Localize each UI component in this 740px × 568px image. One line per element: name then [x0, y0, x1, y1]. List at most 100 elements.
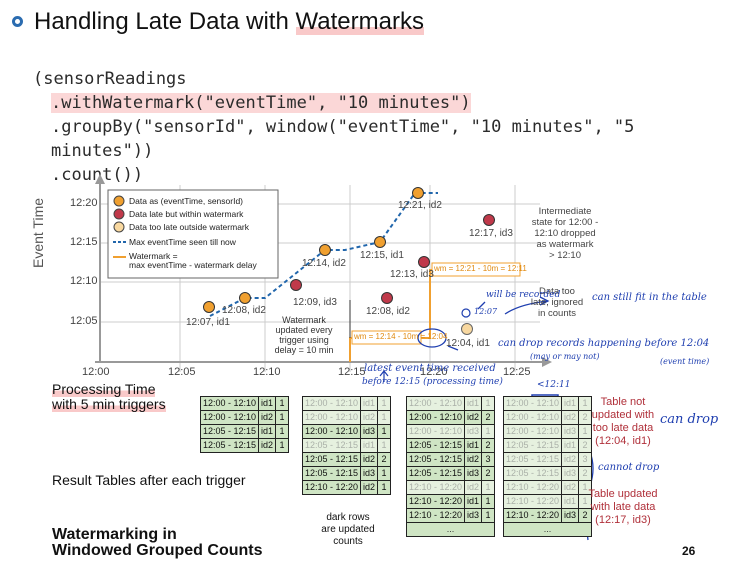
table-cell: id2	[360, 452, 379, 467]
table-cell: id1	[561, 494, 580, 509]
table-cell: id1	[360, 396, 379, 411]
table-cell: id1	[360, 438, 379, 453]
table-cell: id1	[258, 424, 277, 439]
point-label: 12:13, id3	[390, 269, 434, 280]
x-axis-label: Processing Time with 5 min triggers	[52, 381, 166, 412]
legend: Data as (eventTime, sensorId) Data late …	[129, 195, 257, 270]
x-tick-1200: 12:00	[82, 366, 110, 378]
table-cell: 2	[578, 438, 593, 453]
point-label: 12:04, id1	[446, 338, 490, 349]
table-cell: 12:05 - 12:15	[502, 452, 563, 467]
table-cell: 3	[578, 452, 593, 467]
table-cell: id1	[464, 494, 483, 509]
table-cell: 1	[578, 494, 593, 509]
table-cell: id3	[464, 508, 483, 523]
wm-label-2: wm = 12:21 - 10m = 12:11	[434, 264, 527, 273]
table-cell: id1	[258, 396, 277, 411]
table-cell: 1	[377, 410, 392, 425]
table-cell: 1	[377, 396, 392, 411]
note-can-drop: can drop	[660, 412, 719, 427]
x-tick-1210: 12:10	[253, 366, 281, 378]
table-cell: 1	[578, 396, 593, 411]
table-row: ...	[405, 522, 496, 537]
table-cell: 12:05 - 12:15	[405, 438, 466, 453]
table-cell: id2	[258, 438, 277, 453]
y-tick-1210: 12:10	[70, 275, 98, 287]
table-cell: 12:05 - 12:15	[301, 452, 362, 467]
intermediate-state-note: Intermediate state for 12:00 - 12:10 dro…	[531, 206, 599, 261]
note-cannot-drop: cannot drop	[598, 462, 660, 473]
table-cell: 12:10 - 12:20	[405, 508, 466, 523]
table-cell: 12:00 - 12:10	[301, 410, 362, 425]
x-tick-1225: 12:25	[503, 366, 531, 378]
table-cell: 2	[578, 508, 593, 523]
table-cell: 12:10 - 12:20	[502, 480, 563, 495]
x-tick-1215: 12:15	[338, 366, 366, 378]
point-label: 12:08, id2	[222, 305, 266, 316]
table-cell: 12:00 - 12:10	[405, 424, 466, 439]
code-line-2: .withWatermark("eventTime", "10 minutes"…	[51, 93, 471, 113]
table-cell: 12:05 - 12:15	[199, 424, 260, 439]
y-tick-1205: 12:05	[70, 315, 98, 327]
note-can-still-fit: can still fit in the table	[592, 292, 707, 303]
table-cell: ...	[405, 522, 496, 537]
table-cell: id2	[464, 410, 483, 425]
table-cell: id2	[464, 480, 483, 495]
table-cell: 1	[275, 410, 290, 425]
table-cell: 2	[481, 410, 496, 425]
table-cell: id3	[561, 508, 580, 523]
y-axis-label: Event Time	[30, 197, 46, 268]
legend-item-max: Max eventTime seen till now	[129, 237, 236, 247]
table-cell: 1	[275, 424, 290, 439]
table-cell: 1	[377, 466, 392, 481]
table-cell: id3	[464, 466, 483, 481]
table-cell: id1	[464, 438, 483, 453]
table-cell: id2	[561, 480, 580, 495]
table-cell: 1	[481, 424, 496, 439]
title-highlight: Watermarks	[295, 8, 424, 35]
code-block: (sensorReadings .withWatermark("eventTim…	[33, 67, 740, 187]
note-may-or-may-not: (may or may not)	[530, 352, 600, 361]
table-cell: id1	[561, 438, 580, 453]
watermark-note: Watermark updated every trigger using de…	[274, 315, 334, 355]
table-cell: 1	[481, 480, 496, 495]
table-cell: id1	[561, 396, 580, 411]
table-cell: id3	[360, 466, 379, 481]
caption: Watermarking in Windowed Grouped Counts	[52, 526, 263, 559]
table-cell: 12:05 - 12:15	[301, 438, 362, 453]
table-cell: 12:05 - 12:15	[405, 466, 466, 481]
y-tick-1220: 12:20	[70, 197, 98, 209]
table-cell: 12:00 - 12:10	[199, 410, 260, 425]
table-cell: id2	[464, 452, 483, 467]
result-tables-label: Result Tables after each trigger	[52, 472, 246, 488]
too-late-note: Data too late, ignored in counts	[530, 286, 584, 319]
table-cell: 3	[481, 452, 496, 467]
table-cell: 12:00 - 12:10	[405, 396, 466, 411]
table-cell: id3	[464, 424, 483, 439]
table-cell: 1	[481, 396, 496, 411]
table-cell: 12:10 - 12:20	[502, 508, 563, 523]
